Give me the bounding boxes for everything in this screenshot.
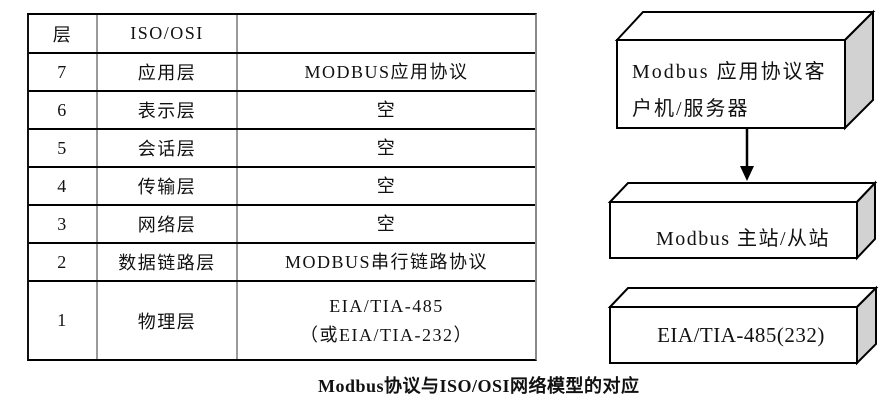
iso-layer-cell: 网络层 xyxy=(96,206,238,242)
table-header-row: 层 ISO/OSI xyxy=(29,15,535,54)
table-row-layer5: 5 会话层 空 xyxy=(29,130,535,168)
layer-number-cell: 5 xyxy=(57,137,68,158)
iso-layer-cell: 应用层 xyxy=(96,54,238,90)
table-row-layer7: 7 应用层 MODBUS应用协议 xyxy=(29,54,535,92)
physical-box: EIA/TIA-485(232) xyxy=(607,285,879,366)
app-box-front-face xyxy=(616,39,846,129)
protocol-cell: MODBUS应用协议 xyxy=(304,61,469,82)
app-box-top-face xyxy=(614,11,876,41)
app-box-label-line2: 户机/服务器 xyxy=(632,97,750,120)
physical-box-front-face xyxy=(609,306,858,364)
protocol-cell: EIA/TIA-485 （或EIA/TIA-232） xyxy=(238,282,535,359)
protocol-line1: EIA/TIA-485 xyxy=(329,295,444,316)
iso-layer-cell: 表示层 xyxy=(96,92,238,128)
table-row-layer3: 3 网络层 空 xyxy=(29,206,535,244)
header-protocol-cell xyxy=(238,15,535,52)
iso-layer-cell: 物理层 xyxy=(96,282,238,359)
physical-box-top-face xyxy=(607,287,879,308)
physical-box-label: EIA/TIA-485(232) xyxy=(657,323,825,347)
down-arrow xyxy=(740,129,754,181)
station-box-top-face xyxy=(607,182,878,203)
protocol-cell: 空 xyxy=(376,175,397,196)
table-row-layer1: 1 物理层 EIA/TIA-485 （或EIA/TIA-232） xyxy=(29,282,535,359)
header-iso-cell: ISO/OSI xyxy=(96,15,238,52)
layer-number-cell: 2 xyxy=(57,251,68,272)
layer-number-cell: 4 xyxy=(57,175,68,196)
protocol-cell: MODBUS串行链路协议 xyxy=(284,251,489,272)
station-box-label: Modbus 主站/从站 xyxy=(656,227,830,250)
protocol-cell: 空 xyxy=(376,137,397,158)
osi-layer-table: 层 ISO/OSI 7 应用层 MODBUS应用协议 6 表示层 空 5 会话层… xyxy=(27,13,537,361)
station-box-front-face xyxy=(609,201,858,259)
layer-number-cell: 6 xyxy=(57,99,68,120)
layer-number-cell: 3 xyxy=(57,213,68,234)
figure-caption: Modbus协议与ISO/OSI网络模型的对应 xyxy=(318,376,640,396)
iso-layer-cell: 传输层 xyxy=(96,168,238,204)
table-row-layer6: 6 表示层 空 xyxy=(29,92,535,130)
layer-number-cell: 7 xyxy=(57,61,68,82)
app-protocol-box: Modbus 应用协议客 户机/服务器 xyxy=(614,9,876,131)
app-box-label-line1: Modbus 应用协议客 xyxy=(632,60,827,83)
table-row-layer4: 4 传输层 空 xyxy=(29,168,535,206)
station-box: Modbus 主站/从站 xyxy=(607,180,878,261)
iso-layer-cell: 会话层 xyxy=(96,130,238,166)
protocol-line2: （或EIA/TIA-232） xyxy=(300,324,473,345)
iso-layer-cell: 数据链路层 xyxy=(96,244,238,280)
layer-number-cell: 1 xyxy=(57,310,68,330)
protocol-cell: 空 xyxy=(376,213,397,234)
modbus-stack-diagram: Modbus 应用协议客 户机/服务器 Modbus 主站/从站 EIA/TIA… xyxy=(607,9,879,366)
arrow-head xyxy=(740,166,754,181)
header-layer-cell: 层 xyxy=(52,24,73,45)
table-row-layer2: 2 数据链路层 MODBUS串行链路协议 xyxy=(29,244,535,282)
protocol-cell: 空 xyxy=(376,99,397,120)
